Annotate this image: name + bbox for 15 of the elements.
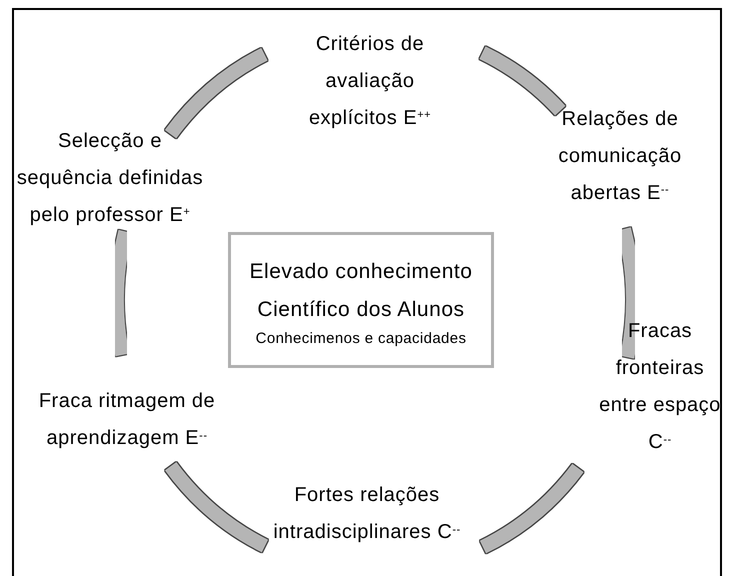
item-text: Fracas fronteiras entre espaço C$^{--}$ <box>598 319 722 455</box>
item-text: Relações de comunicação abertas E$^{--}$ <box>557 106 683 206</box>
item-text: Critérios de avaliação explícitos E$^{++}$ <box>308 32 432 130</box>
item-text: Fortes relações intradisciplinares C$^{--}$ <box>272 483 462 545</box>
arc-band <box>480 464 584 554</box>
arc-band <box>617 228 640 358</box>
center-title: Elevado conhecimento Científico dos Alunos <box>248 258 474 322</box>
item-text: Selecção e sequência definidas pelo professor E$^{+}$ <box>16 128 204 228</box>
arc-band <box>165 462 268 552</box>
arc-band <box>165 48 268 139</box>
item-text: Fraca ritmagem de aprendizagem E$^{--}$ <box>38 389 216 451</box>
arc-band <box>110 230 132 356</box>
center-box <box>228 232 494 368</box>
arc-band <box>479 46 566 116</box>
center-subtitle: Conhecimenos e capacidades <box>256 328 466 348</box>
